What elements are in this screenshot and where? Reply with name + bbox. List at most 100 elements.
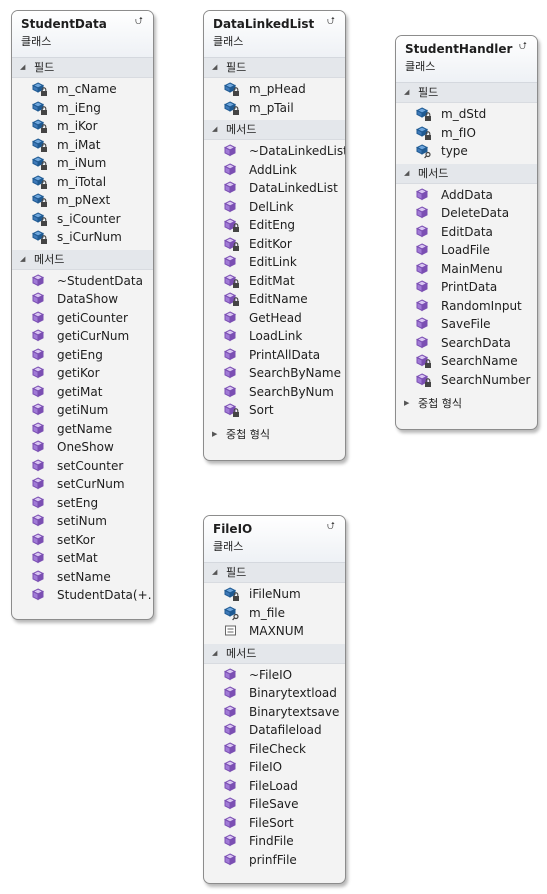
member-item[interactable]: SearchData	[396, 334, 537, 353]
member-item[interactable]: getiCounter	[12, 309, 153, 328]
member-item[interactable]: m_file	[204, 604, 345, 623]
collapse-icon[interactable]: ⮍	[326, 16, 335, 27]
member-item[interactable]: iFileNum	[204, 585, 345, 604]
member-item[interactable]: m_iMat	[12, 136, 153, 155]
section-header-fields[interactable]: ◢필드	[204, 563, 345, 583]
member-item[interactable]: getiEng	[12, 346, 153, 365]
member-item[interactable]: SearchByNum	[204, 383, 345, 402]
member-item[interactable]: m_iKor	[12, 117, 153, 136]
member-item[interactable]: LoadLink	[204, 327, 345, 346]
member-item[interactable]: MAXNUM	[204, 622, 345, 641]
member-item[interactable]: getiCurNum	[12, 327, 153, 346]
member-item[interactable]: MainMenu	[396, 260, 537, 279]
section-header-methods[interactable]: ◢메서드	[204, 643, 345, 664]
member-item[interactable]: m_fIO	[396, 124, 537, 143]
member-item[interactable]: PrintData	[396, 278, 537, 297]
member-item[interactable]: GetHead	[204, 309, 345, 328]
member-item[interactable]: type	[396, 142, 537, 161]
member-item[interactable]: SearchNumber	[396, 371, 537, 390]
collapse-icon[interactable]: ⮍	[518, 41, 527, 52]
member-item[interactable]: EditKor	[204, 235, 345, 254]
member-item[interactable]: setiNum	[12, 512, 153, 531]
member-item[interactable]: ~FileIO	[204, 666, 345, 685]
member-item[interactable]: StudentData(+…	[12, 586, 153, 605]
section-header-methods[interactable]: ◢메서드	[204, 120, 345, 140]
member-item[interactable]: DataLinkedList	[204, 179, 345, 198]
member-item[interactable]: EditData	[396, 223, 537, 242]
section-header-nested-types[interactable]: ▶중첩 형식	[396, 394, 537, 413]
member-item[interactable]: setMat	[12, 549, 153, 568]
member-item[interactable]: setKor	[12, 531, 153, 550]
member-item[interactable]: m_pTail	[204, 99, 345, 118]
member-item[interactable]: RandomInput	[396, 297, 537, 316]
member-name: m_pNext	[57, 193, 111, 207]
member-item[interactable]: ~DataLinkedList	[204, 142, 345, 161]
class-header[interactable]: StudentData 클래스 ⮍	[12, 11, 153, 58]
member-item[interactable]: OneShow	[12, 438, 153, 457]
member-item[interactable]: m_iTotal	[12, 173, 153, 192]
member-item[interactable]: FileSort	[204, 814, 345, 833]
member-item[interactable]: s_iCounter	[12, 210, 153, 229]
member-item[interactable]: m_iEng	[12, 99, 153, 118]
member-item[interactable]: PrintAllData	[204, 346, 345, 365]
section-header-fields[interactable]: ◢필드	[12, 58, 153, 78]
member-item[interactable]: m_iNum	[12, 154, 153, 173]
member-name: RandomInput	[441, 298, 522, 313]
section-header-fields[interactable]: ◢필드	[396, 83, 537, 103]
member-item[interactable]: Datafileload	[204, 721, 345, 740]
member-item[interactable]: EditEng	[204, 216, 345, 235]
member-item[interactable]: setCurNum	[12, 475, 153, 494]
member-item[interactable]: setName	[12, 568, 153, 587]
collapse-icon[interactable]: ⮍	[326, 521, 335, 532]
member-item[interactable]: Binarytextsave	[204, 703, 345, 722]
member-item[interactable]: Sort	[204, 401, 345, 420]
method-cube-icon	[32, 384, 48, 400]
member-item[interactable]: FindFile	[204, 832, 345, 851]
member-item[interactable]: FileLoad	[204, 777, 345, 796]
member-item[interactable]: EditMat	[204, 272, 345, 291]
method-cube-icon	[32, 329, 48, 344]
member-item[interactable]: AddLink	[204, 161, 345, 180]
section-header-fields[interactable]: ◢필드	[204, 58, 345, 78]
class-header[interactable]: StudentHandler 클래스 ⮍	[396, 36, 537, 83]
class-header[interactable]: DataLinkedList 클래스 ⮍	[204, 11, 345, 58]
member-item[interactable]: m_pHead	[204, 80, 345, 99]
member-item[interactable]: setEng	[12, 494, 153, 513]
member-item[interactable]: s_iCurNum	[12, 228, 153, 247]
member-name: getName	[57, 421, 113, 436]
member-item[interactable]: m_cName	[12, 80, 153, 99]
member-item[interactable]: m_dStd	[396, 105, 537, 124]
section-header-methods[interactable]: ◢메서드	[12, 249, 153, 270]
member-item[interactable]: getiNum	[12, 401, 153, 420]
member-item[interactable]: getiKor	[12, 364, 153, 383]
member-item[interactable]: SaveFile	[396, 315, 537, 334]
member-item[interactable]: SearchName	[396, 352, 537, 371]
class-header[interactable]: FileIO 클래스 ⮍	[204, 516, 345, 563]
member-item[interactable]: DelLink	[204, 198, 345, 217]
member-item[interactable]: DeleteData	[396, 204, 537, 223]
member-item[interactable]: ~StudentData	[12, 272, 153, 291]
collapse-icon[interactable]: ⮍	[134, 16, 143, 27]
member-item[interactable]: prinfFile	[204, 851, 345, 870]
member-item[interactable]: DataShow	[12, 290, 153, 309]
member-item[interactable]: AddData	[396, 186, 537, 205]
section-header-methods[interactable]: ◢메서드	[396, 163, 537, 184]
member-item[interactable]: setCounter	[12, 457, 153, 476]
member-item[interactable]: FileSave	[204, 795, 345, 814]
member-item[interactable]: getName	[12, 420, 153, 439]
member-item[interactable]: m_pNext	[12, 191, 153, 210]
member-item[interactable]: Binarytextload	[204, 684, 345, 703]
member-item[interactable]: getiMat	[12, 383, 153, 402]
member-item[interactable]: EditName	[204, 290, 345, 309]
member-item[interactable]: LoadFile	[396, 241, 537, 260]
section-header-nested-types[interactable]: ▶중첩 형식	[204, 425, 345, 444]
member-name: ~DataLinkedList	[249, 144, 346, 158]
member-item[interactable]: EditLink	[204, 253, 345, 272]
member-item[interactable]: SearchByName	[204, 364, 345, 383]
member-item[interactable]: FileIO	[204, 758, 345, 777]
member-item[interactable]: FileCheck	[204, 740, 345, 759]
